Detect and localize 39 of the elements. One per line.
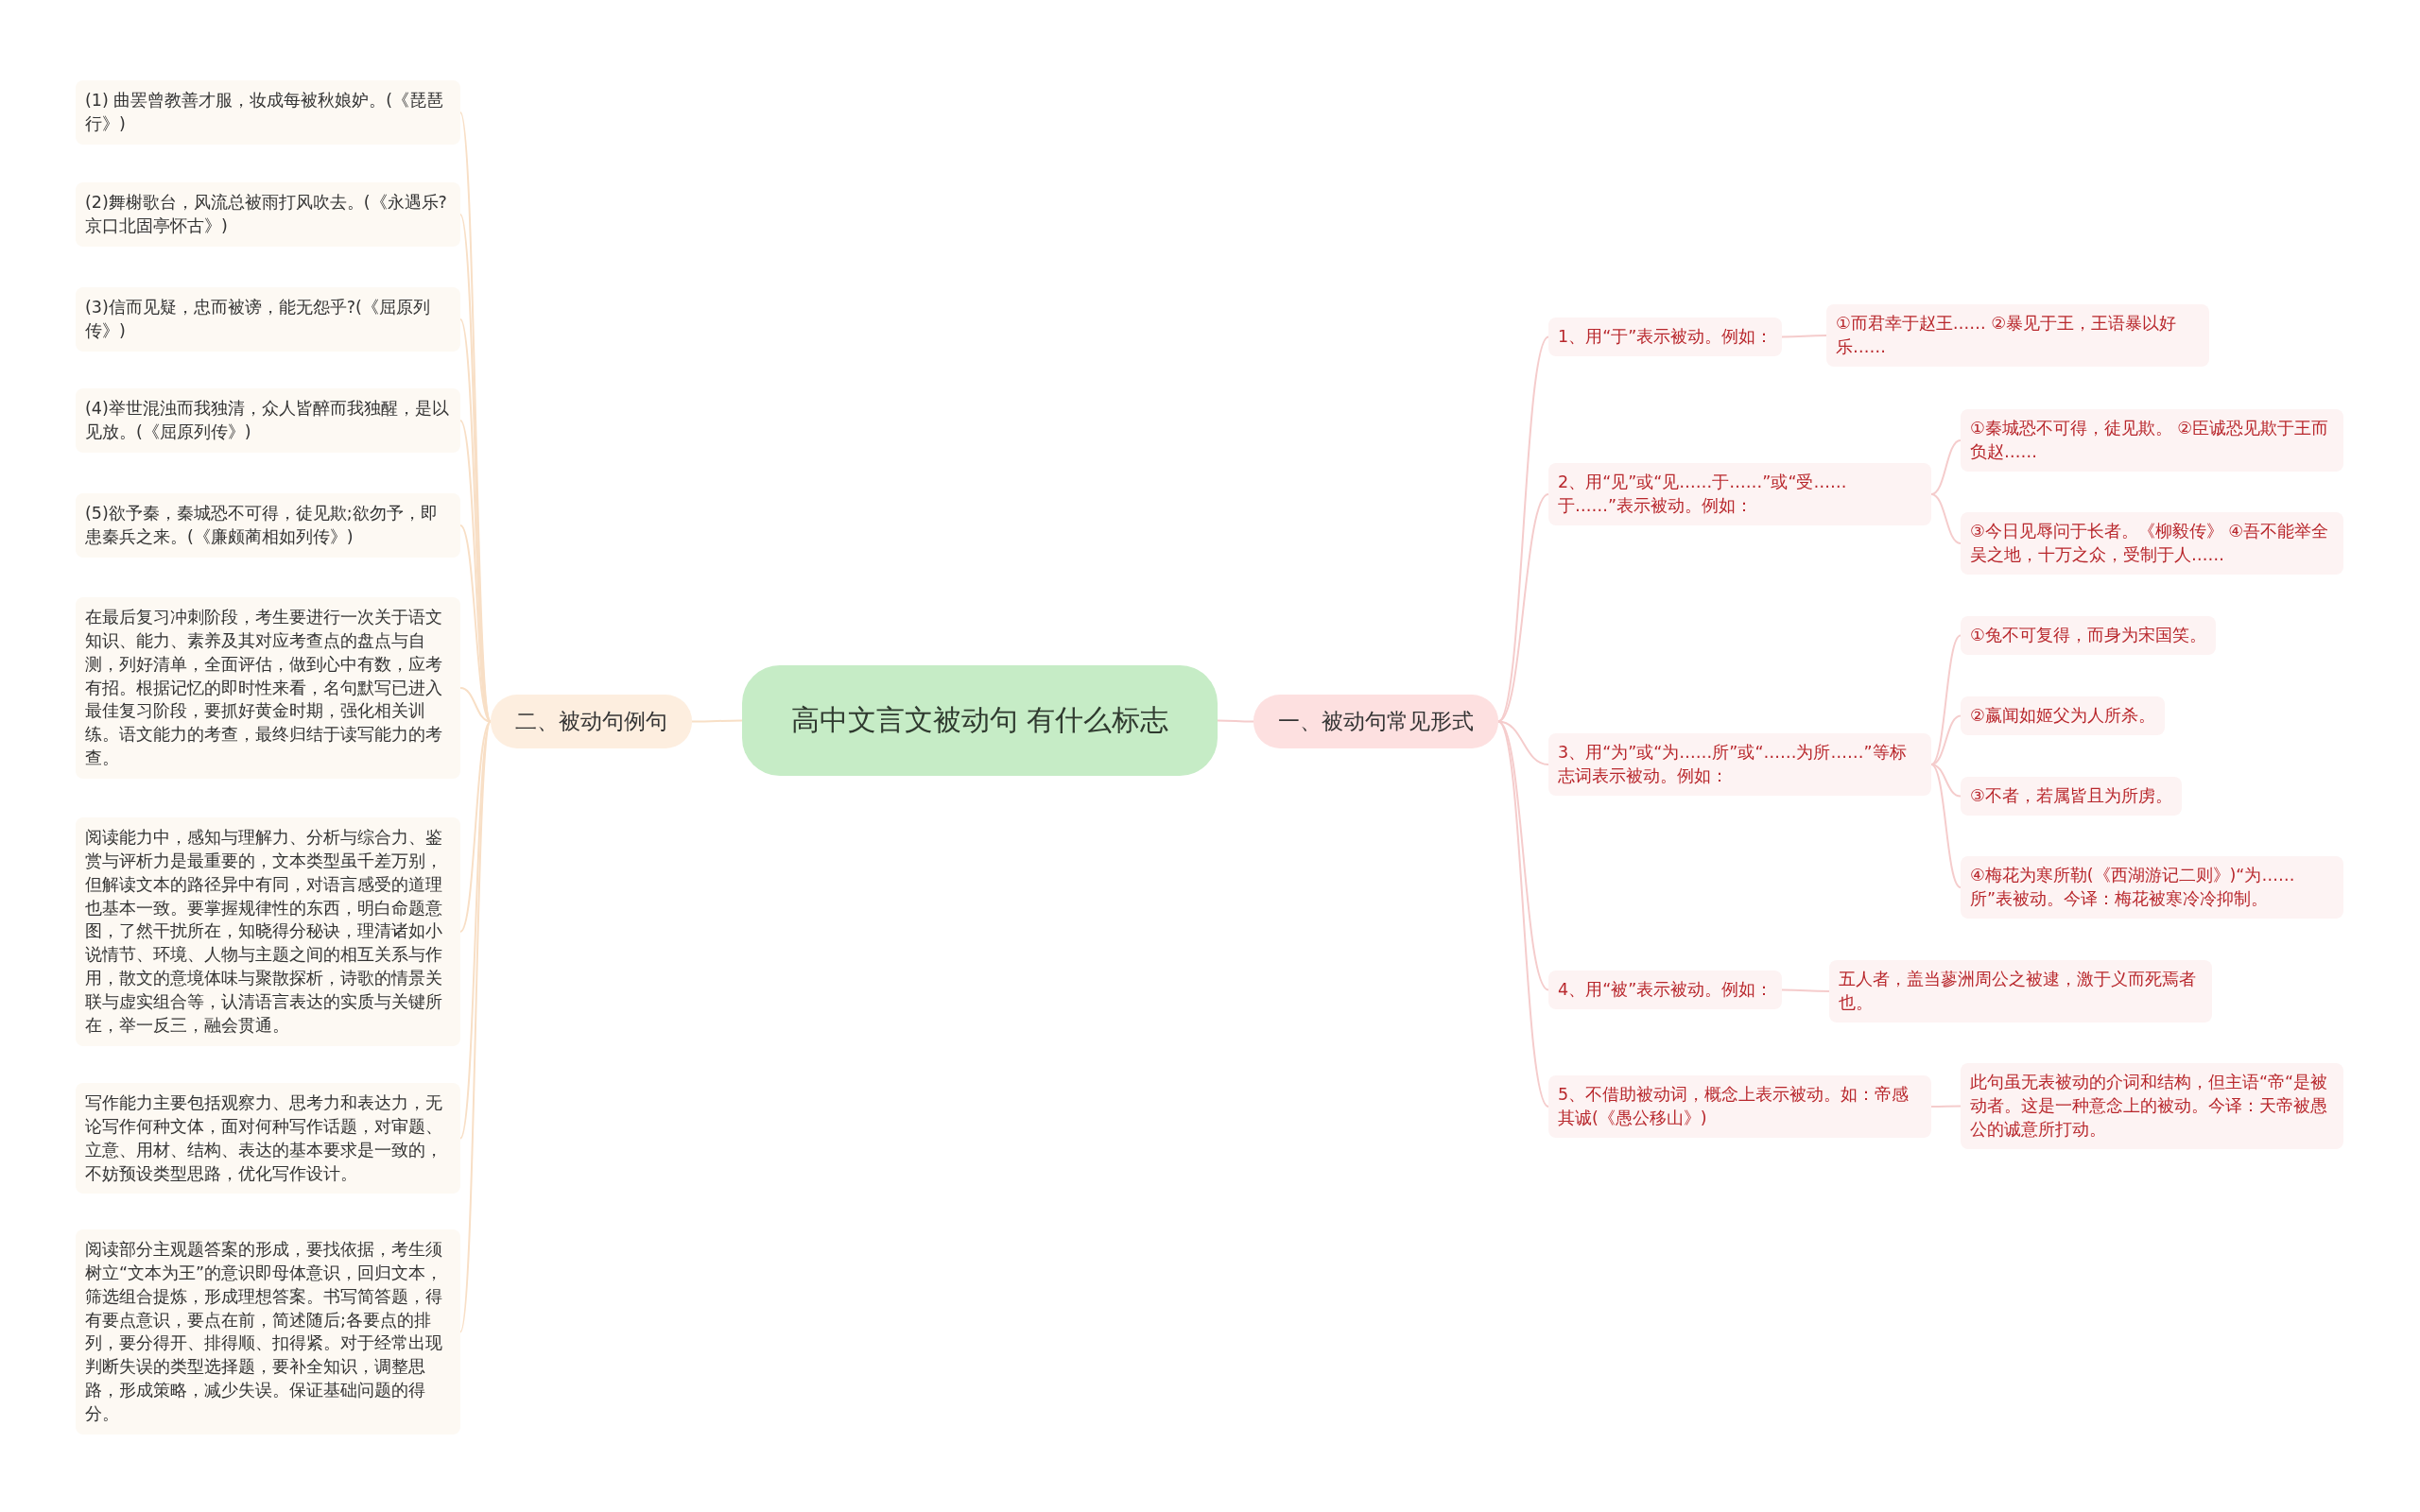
topic-box: (1) 曲罢曾教善才服，妆成每被秋娘妒。(《琵琶行》) — [76, 80, 460, 145]
topic-box: 阅读能力中，感知与理解力、分析与综合力、鉴赏与评析力是最重要的，文本类型虽千差万别，但解读文本的路径异中有同，对语言感受的道理也基本一致。要掌握规律性的东西，明白命题意图，了然干扰所在，知晓得分秘诀，理清诸如小说情节、环境、人物与主题之间的相互关系与作用，散文的意境体味与聚散探析，诗歌的情景关联与虚实组合等，认清语言表达的实质与关键所在，举一反三，融会贯通。 — [76, 817, 460, 1046]
topic-box: ①秦城恐不可得，徒见欺。 ②臣诚恐见欺于王而负赵…… — [1961, 409, 2343, 472]
topic-box: (4)举世混浊而我独清，众人皆醉而我独醒，是以见放。(《屈原列传》) — [76, 388, 460, 453]
topic-box: 五人者，盖当蓼洲周公之被逮，激于义而死焉者也。 — [1829, 960, 2212, 1022]
connector-line — [1497, 720, 1549, 1108]
connector-line — [1930, 1105, 1962, 1108]
topic-box: 写作能力主要包括观察力、思考力和表达力，无论写作何种文体，面对何种写作话题，对审题、立意、用材、结构、表达的基本要求是一致的，不妨预设类型思路，优化写作设计。 — [76, 1083, 460, 1194]
topic-box: (2)舞榭歌台，风流总被雨打风吹去。(《永遇乐?京口北固亭怀古》) — [76, 182, 460, 247]
topic-box: 阅读部分主观题答案的形成，要找依据，考生须树立“文本为王”的意识即母体意识，回归文本，筛选组合提炼，形成理想答案。书写简答题，得有要点意识，要点在前，简述随后;各要点的排列，要分得开、排得顺、扣得紧。对于经常出现判断失误的类型选择题，要补全知识，调整思路，形成策略，减少失误。保证基础问题的得分。 — [76, 1229, 460, 1435]
connector-line — [459, 687, 492, 723]
topic-box: ③不者，若属皆且为所虏。 — [1961, 777, 2182, 816]
topic-box: 2、用“见”或“见……于……”或“受……于……”表示被动。例如： — [1548, 463, 1931, 525]
connector-line — [1930, 439, 1962, 495]
topic-box: 4、用“被”表示被动。例如： — [1548, 971, 1783, 1009]
topic-box: 1、用“于”表示被动。例如： — [1548, 318, 1783, 356]
topic-box: ①兔不可复得，而身为宋国笑。 — [1961, 616, 2216, 655]
connector-line — [691, 719, 743, 723]
connector-line — [1217, 719, 1254, 723]
connector-line — [1930, 714, 1962, 765]
connector-line — [1781, 335, 1827, 338]
topic-box: ④梅花为寒所勒(《西湖游记二则》)“为……所”表被动。今译：梅花被寒冷冷抑制。 — [1961, 856, 2343, 919]
topic-box: 在最后复习冲刺阶段，考生要进行一次关于语文知识、能力、素养及其对应考查点的盘点与自测，列好清单，全面评估，做到心中有数，应考有招。根据记忆的即时性来看，名句默写已进入最佳复习阶段，要抓好黄金时期，强化相关训练。语文能力的考查，最终归结于读写能力的考查。 — [76, 597, 460, 779]
connector-line — [1781, 988, 1830, 992]
connector-line — [1930, 764, 1962, 888]
topic-box: 3、用“为”或“为……所”或“……为所……”等标志词表示被动。例如： — [1548, 733, 1931, 796]
topic-box: (5)欲予秦，秦城恐不可得，徒见欺;欲勿予，即患秦兵之来。(《廉颇蔺相如列传》) — [76, 493, 460, 558]
topic-box: (3)信而见疑，忠而被谤，能无怨乎?(《屈原列传》) — [76, 287, 460, 352]
topic-box: 5、不借助被动词，概念上表示被动。如：帝感其诚(《愚公移山》) — [1548, 1075, 1931, 1138]
connector-line — [459, 720, 492, 933]
topic-box: ①而君幸于赵王…… ②暴见于王，王语暴以好乐…… — [1826, 304, 2209, 367]
connector-line — [1930, 493, 1962, 544]
central-topic: 高中文言文被动句 有什么标志 — [742, 665, 1218, 776]
topic-box: 此句虽无表被动的介词和结构，但主语“帝“是被动者。这是一种意念上的被动。今译：天帝被愚公的诚意所打动。 — [1961, 1063, 2343, 1149]
connector-line — [1930, 634, 1962, 765]
topic-box: ③今日见辱问于长者。《柳毅传》 ④吾不能举全吴之地，十万之众，受制于人…… — [1961, 512, 2343, 575]
branch-topic: 二、被动句例句 — [491, 695, 692, 748]
topic-box: ②嬴闻如姬父为人所杀。 — [1961, 696, 2165, 735]
branch-topic: 一、被动句常见形式 — [1253, 695, 1498, 748]
